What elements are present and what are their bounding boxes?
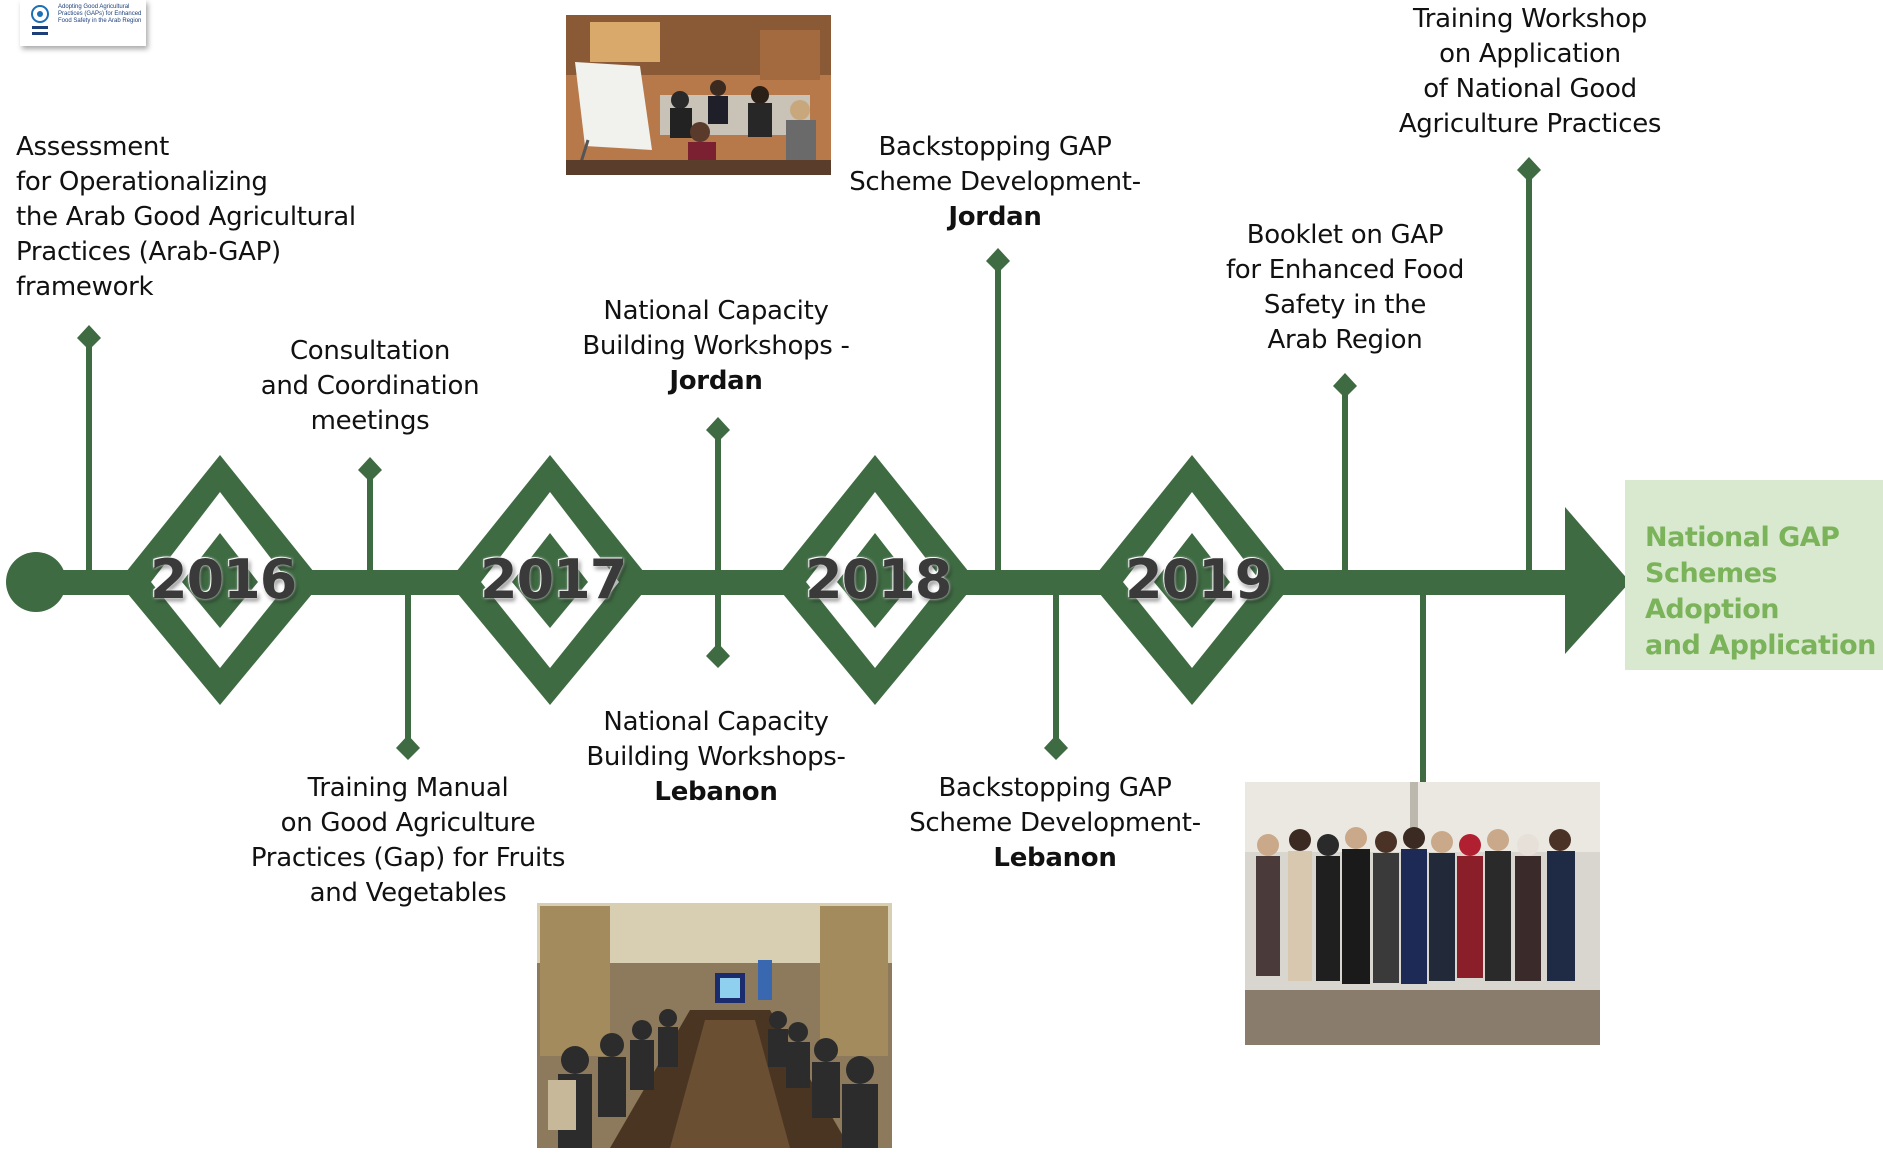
year-diamond-2016 bbox=[118, 455, 322, 705]
milestone-stems bbox=[77, 157, 1541, 783]
event-training-manual: Training Manual on Good Agriculture Prac… bbox=[250, 773, 566, 908]
year-diamond-2017 bbox=[448, 455, 652, 705]
event-backstop-lebanon: Backstopping GAP Scheme Development- Leb… bbox=[909, 773, 1201, 873]
event-training-workshop: Training Workshop on Application of Nati… bbox=[1398, 4, 1662, 139]
meeting-photo-bottom bbox=[537, 903, 892, 1148]
workshop-photo-top bbox=[566, 15, 831, 175]
final-outcome-text: National GAP Schemes Adoption and Applic… bbox=[1645, 522, 1876, 661]
un-emblem-icon bbox=[31, 5, 49, 35]
event-booklet: Booklet on GAP for Enhanced Food Safety … bbox=[1225, 220, 1465, 355]
year-diamond-2018 bbox=[773, 455, 977, 705]
event-capacity-jordan: National Capacity Building Workshops - J… bbox=[582, 296, 850, 396]
year-label-2018: 2018 bbox=[805, 548, 952, 611]
timeline-arrowhead bbox=[1565, 507, 1630, 654]
year-label-2016: 2016 bbox=[150, 548, 297, 611]
year-label-2019: 2019 bbox=[1125, 548, 1272, 611]
year-diamond-2019 bbox=[1090, 455, 1294, 705]
event-assessment: Assessment for Operationalizing the Arab… bbox=[16, 132, 356, 302]
event-consultation: Consultation and Coordination meetings bbox=[260, 336, 480, 436]
project-logo: Adopting Good Agricultural Practices (GA… bbox=[20, 0, 146, 46]
event-capacity-lebanon: National Capacity Building Workshops- Le… bbox=[586, 707, 846, 807]
group-photo bbox=[1245, 782, 1600, 1045]
logo-text: Adopting Good Agricultural Practices (GA… bbox=[58, 4, 142, 24]
year-label-2017: 2017 bbox=[480, 548, 627, 611]
event-backstop-jordan: Backstopping GAP Scheme Development- Jor… bbox=[849, 132, 1141, 232]
final-outcome-box bbox=[1625, 480, 1883, 670]
